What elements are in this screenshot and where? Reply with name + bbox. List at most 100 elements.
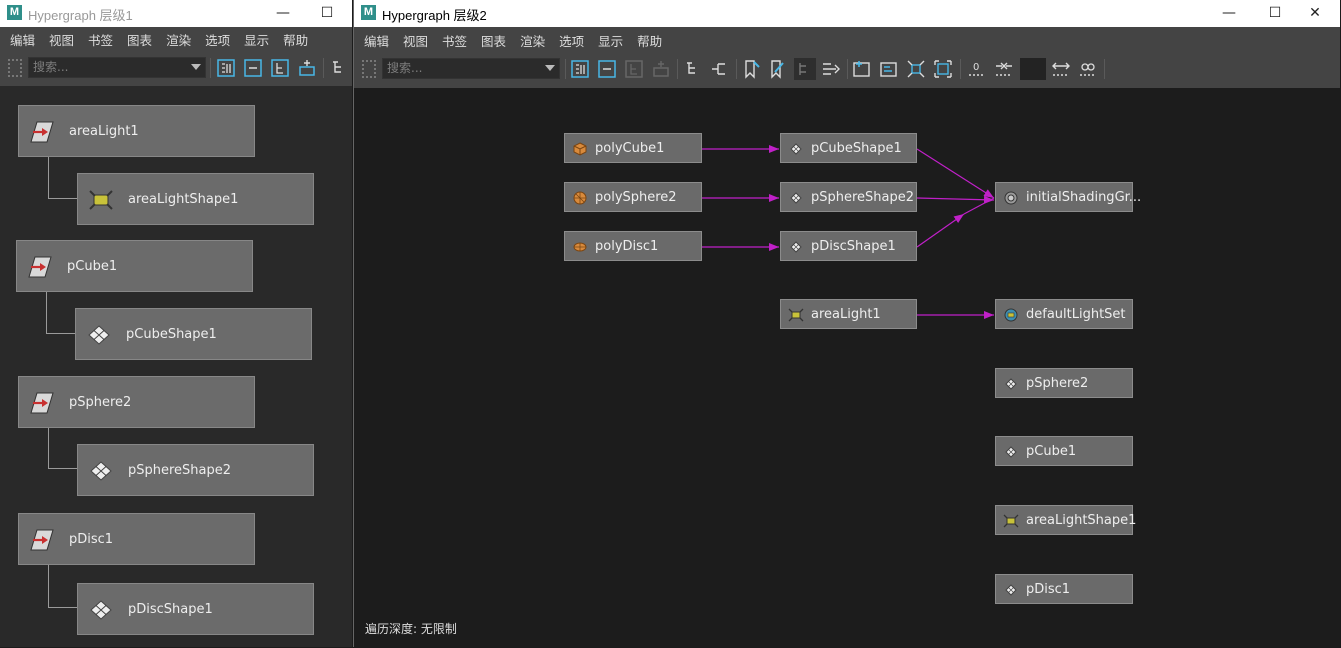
hierarchy-icon[interactable] xyxy=(682,58,704,80)
toolbar-divider xyxy=(323,58,324,78)
toolbar-grip-icon[interactable] xyxy=(8,59,22,77)
graph-node[interactable]: areaLightShape1 xyxy=(77,173,314,225)
menu-graph[interactable]: 图表 xyxy=(481,34,507,49)
menu-help[interactable]: 帮助 xyxy=(283,33,309,48)
traversal-depth-zero-icon[interactable]: 0 xyxy=(966,58,988,80)
menu-show[interactable]: 显示 xyxy=(244,33,270,48)
traversal-depth-unlimited-icon[interactable] xyxy=(1077,58,1099,80)
graph-node[interactable]: pDiscShape1 xyxy=(780,231,917,261)
maximize-button[interactable]: ☐ xyxy=(1268,5,1282,21)
collapse-icon[interactable] xyxy=(242,57,264,79)
search-placeholder: 搜索... xyxy=(387,61,423,75)
chevron-down-icon[interactable] xyxy=(191,64,201,70)
graph-node[interactable]: pDisc1 xyxy=(18,513,255,565)
toolbar-grip-icon[interactable] xyxy=(362,60,376,78)
graph-node[interactable]: areaLightShape1 xyxy=(995,505,1136,535)
traversal-depth-field[interactable] xyxy=(1020,58,1046,80)
menu-options[interactable]: 选项 xyxy=(205,33,231,48)
show-dependencies-icon[interactable] xyxy=(851,58,873,80)
hierarchy-view[interactable]: areaLight1 areaLightShape1 pCube1 pCubeS… xyxy=(0,86,352,647)
menu-rendering[interactable]: 渲染 xyxy=(166,33,192,48)
connection-edge[interactable] xyxy=(916,148,995,199)
hierarchy-connector xyxy=(46,292,75,334)
add-selected-icon[interactable] xyxy=(650,58,672,80)
graph-node[interactable]: pSphereShape2 xyxy=(780,182,917,212)
menu-bookmarks[interactable]: 书签 xyxy=(88,33,114,48)
graph-node[interactable]: pCubeShape1 xyxy=(75,308,312,360)
expand-icon[interactable] xyxy=(623,58,645,80)
search-input[interactable]: 搜索... xyxy=(382,58,560,79)
mesh-shape-icon xyxy=(788,190,804,206)
menu-bookmarks[interactable]: 书签 xyxy=(442,34,468,49)
node-label: pDiscShape1 xyxy=(811,239,896,254)
graph-node[interactable]: defaultLightSet xyxy=(995,299,1133,329)
scene-hierarchy-icon[interactable] xyxy=(794,58,816,80)
graph-node[interactable]: pSphere2 xyxy=(995,368,1133,398)
menu-rendering[interactable]: 渲染 xyxy=(520,34,546,49)
transform-icon xyxy=(27,255,53,279)
node-label: pCubeShape1 xyxy=(811,141,902,156)
graph-node[interactable]: areaLight1 xyxy=(780,299,917,329)
connection-edge[interactable] xyxy=(916,213,965,248)
minimize-button[interactable]: — xyxy=(1222,5,1236,21)
poly-sphere-icon xyxy=(572,190,588,206)
graph-node[interactable]: pCube1 xyxy=(995,436,1133,466)
graph-node[interactable]: pCubeShape1 xyxy=(780,133,917,163)
menu-view[interactable]: 视图 xyxy=(403,34,429,49)
frame-all-graph-icon[interactable] xyxy=(932,58,954,80)
chevron-down-icon[interactable] xyxy=(545,65,555,71)
graph-view[interactable]: polyCube1 polySphere2 polyDisc1 pCubeSha… xyxy=(354,88,1340,647)
graph-node[interactable]: pDisc1 xyxy=(995,574,1133,604)
menu-help[interactable]: 帮助 xyxy=(637,34,663,49)
node-label: pSphere2 xyxy=(1026,376,1089,391)
hierarchy-connector xyxy=(48,565,77,608)
graph-node[interactable]: pCube1 xyxy=(16,240,253,292)
frame-all-icon[interactable] xyxy=(569,58,591,80)
graph-input-output-icon[interactable] xyxy=(820,58,842,80)
bookmark-edit-icon[interactable] xyxy=(766,58,788,80)
node-label: initialShadingGr... xyxy=(1026,190,1142,205)
graph-node[interactable]: initialShadingGr... xyxy=(995,182,1141,212)
maya-logo-icon: M xyxy=(7,5,22,20)
bookmark-add-icon[interactable] xyxy=(740,58,762,80)
menu-graph[interactable]: 图表 xyxy=(127,33,153,48)
title-bar[interactable]: M Hypergraph 层级1 — ☐ xyxy=(0,0,352,27)
mesh-shape-icon xyxy=(86,323,112,347)
minimize-button[interactable]: — xyxy=(276,5,290,21)
node-label: pDisc1 xyxy=(1026,582,1071,597)
node-label: areaLight1 xyxy=(811,307,881,322)
graph-node[interactable]: polyCube1 xyxy=(564,133,702,163)
menu-options[interactable]: 选项 xyxy=(559,34,585,49)
hypergraph-hierarchy-window-2: M Hypergraph 层级2 — ☐ ✕ 编辑视图书签图表渲染选项显示帮助 … xyxy=(353,0,1340,647)
title-bar[interactable]: M Hypergraph 层级2 — ☐ ✕ xyxy=(354,0,1340,27)
frame-selection-icon[interactable] xyxy=(905,58,927,80)
search-placeholder: 搜索... xyxy=(33,60,69,74)
node-label: polyDisc1 xyxy=(595,239,659,254)
frame-all-icon[interactable] xyxy=(215,57,237,79)
maximize-button[interactable]: ☐ xyxy=(320,5,334,21)
search-input[interactable]: 搜索... xyxy=(28,57,206,78)
traversal-depth-decrease-icon[interactable] xyxy=(993,58,1015,80)
expand-icon[interactable] xyxy=(269,57,291,79)
menu-edit[interactable]: 编辑 xyxy=(364,34,390,49)
graph-node[interactable]: polyDisc1 xyxy=(564,231,702,261)
add-selected-icon[interactable] xyxy=(296,57,318,79)
toolbar-divider xyxy=(960,59,961,79)
graph-node[interactable]: polySphere2 xyxy=(564,182,702,212)
connection-edge[interactable] xyxy=(963,197,995,215)
hierarchy-icon[interactable] xyxy=(328,57,350,79)
collapse-icon[interactable] xyxy=(596,58,618,80)
traversal-depth-increase-icon[interactable] xyxy=(1050,58,1072,80)
menu-view[interactable]: 视图 xyxy=(49,33,75,48)
graph-node[interactable]: pSphereShape2 xyxy=(77,444,314,496)
mesh-shape-icon xyxy=(1003,444,1019,460)
close-button[interactable]: ✕ xyxy=(1309,5,1321,21)
graph-node[interactable]: pDiscShape1 xyxy=(77,583,314,635)
input-output-icon[interactable] xyxy=(708,58,730,80)
graph-node[interactable]: areaLight1 xyxy=(18,105,255,157)
graph-node[interactable]: pSphere2 xyxy=(18,376,255,428)
show-connections-icon[interactable] xyxy=(878,58,900,80)
menu-show[interactable]: 显示 xyxy=(598,34,624,49)
menu-edit[interactable]: 编辑 xyxy=(10,33,36,48)
connection-edge[interactable] xyxy=(916,195,995,204)
